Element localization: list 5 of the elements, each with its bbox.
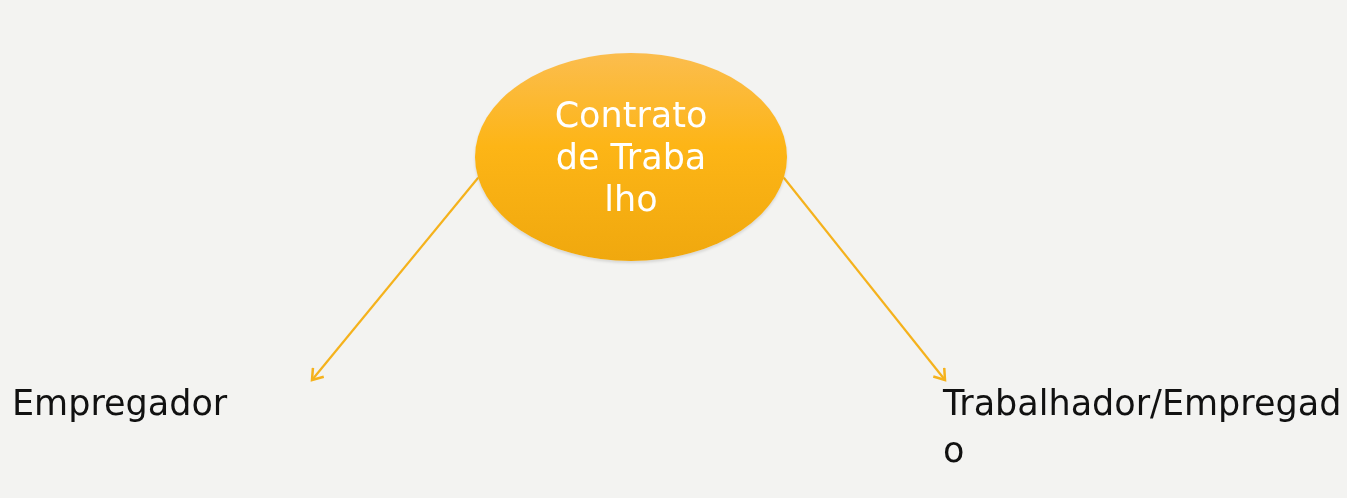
node-text: Trabalhador/Empregado bbox=[943, 382, 1343, 473]
arrow bbox=[783, 177, 947, 382]
arrow bbox=[310, 177, 479, 382]
node-text: Empregador bbox=[12, 382, 229, 425]
node-label: Contrato de Trabalho bbox=[553, 94, 709, 220]
